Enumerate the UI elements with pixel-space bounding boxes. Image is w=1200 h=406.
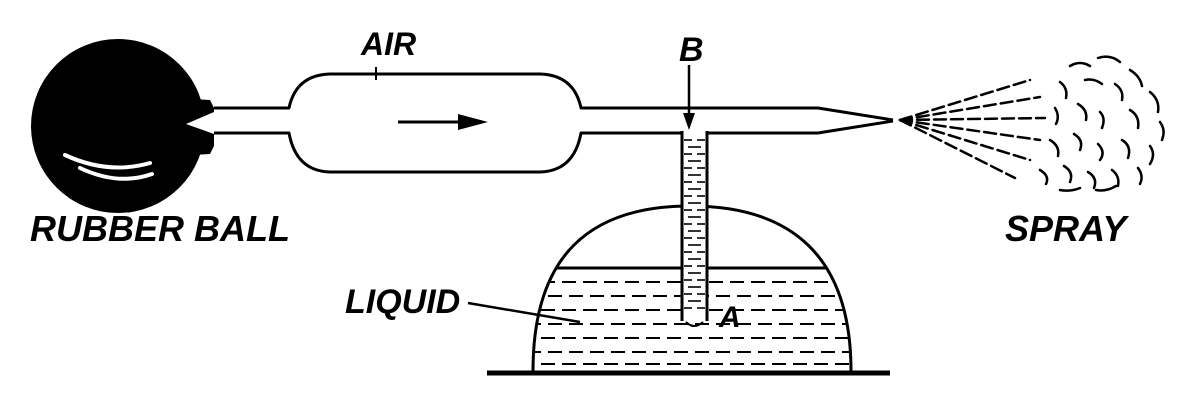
liquid-label: LIQUID <box>345 283 461 321</box>
point-b-label: B <box>679 31 704 69</box>
rubber-ball-label: RUBBER BALL <box>30 208 290 249</box>
point-b-arrow <box>683 65 695 130</box>
air-tube <box>214 72 894 174</box>
liquid-leader-line <box>467 301 581 324</box>
rubber-ball <box>31 39 214 213</box>
vertical-tube <box>680 131 709 327</box>
air-label: AIR <box>361 26 417 62</box>
spray-label: SPRAY <box>1005 208 1127 249</box>
air-flow-arrow <box>398 114 488 130</box>
point-a-label: A <box>719 301 741 334</box>
spray-mist <box>898 55 1165 192</box>
